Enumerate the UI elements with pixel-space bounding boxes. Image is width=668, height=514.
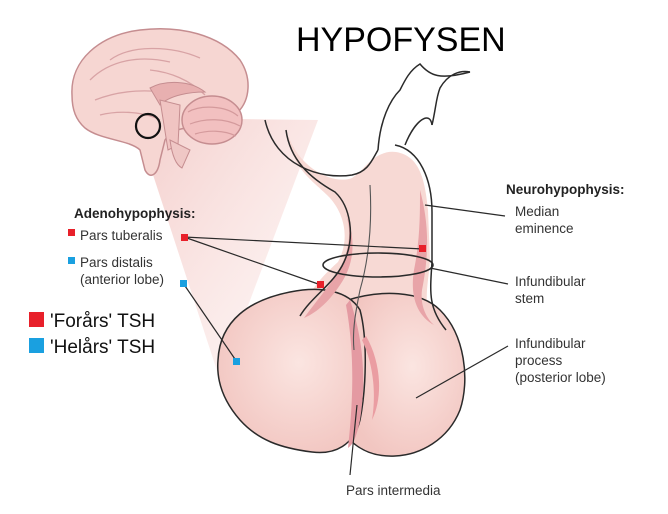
zoom-beam — [140, 118, 318, 380]
label-median-eminence-2: eminence — [515, 221, 574, 236]
neurohypophysis-heading: Neurohypophysis: — [506, 182, 625, 197]
marker-red-pars-tuberalis — [181, 234, 188, 241]
marker-red-stem-left — [317, 281, 324, 288]
anterior-lobe — [217, 288, 367, 454]
diagram-title: HYPOFYSEN — [296, 21, 506, 59]
marker-blue-anterior-lobe — [233, 358, 240, 365]
third-ventricle-line — [431, 70, 471, 126]
legend-blue-label: 'Helårs' TSH — [50, 337, 155, 358]
label-infundibular-stem-2: stem — [515, 291, 544, 306]
hypothalamus-top-line — [404, 117, 433, 146]
swatch-blue-pars-distalis — [68, 257, 75, 264]
legend: 'Forårs' TSH 'Helårs' TSH — [29, 311, 155, 358]
infundibulum-tissue — [288, 135, 440, 330]
label-median-eminence-1: Median — [515, 204, 559, 219]
label-pars-intermedia: Pars intermedia — [346, 483, 441, 498]
label-pars-tuberalis: Pars tuberalis — [80, 228, 163, 243]
hypothalamus-curve-right — [377, 63, 471, 151]
infundibular-stem-ring — [322, 252, 434, 278]
marker-red-stem-right — [419, 245, 426, 252]
stalk-outline-right — [394, 144, 447, 331]
stalk-outline-left — [285, 129, 352, 317]
swatch-red-pars-tuberalis — [68, 229, 75, 236]
posterior-lobe — [347, 292, 466, 457]
pars-intermedia-band — [346, 300, 364, 448]
hypothalamus-curve-left — [264, 119, 379, 177]
legend-blue-swatch — [29, 338, 44, 353]
brain-illustration — [71, 28, 249, 176]
label-infundibular-stem-1: Infundibular — [515, 274, 586, 289]
marker-blue-pars-distalis — [180, 280, 187, 287]
pituitary-highlight-circle — [134, 112, 162, 140]
leader-lines — [182, 204, 509, 476]
stalk-axis-line — [352, 184, 372, 351]
label-pars-distalis-sub: (anterior lobe) — [80, 272, 164, 287]
legend-red-label: 'Forårs' TSH — [50, 311, 155, 332]
label-pars-distalis: Pars distalis — [80, 255, 153, 270]
pars-intermedia-band-outer — [362, 336, 380, 420]
label-infundibular-process-2: process — [515, 353, 563, 368]
label-infundibular-process-1: Infundibular — [515, 336, 586, 351]
legend-red-swatch — [29, 312, 44, 327]
adenohypophysis-heading: Adenohypophysis: — [74, 206, 196, 221]
label-infundibular-process-3: (posterior lobe) — [515, 370, 606, 385]
